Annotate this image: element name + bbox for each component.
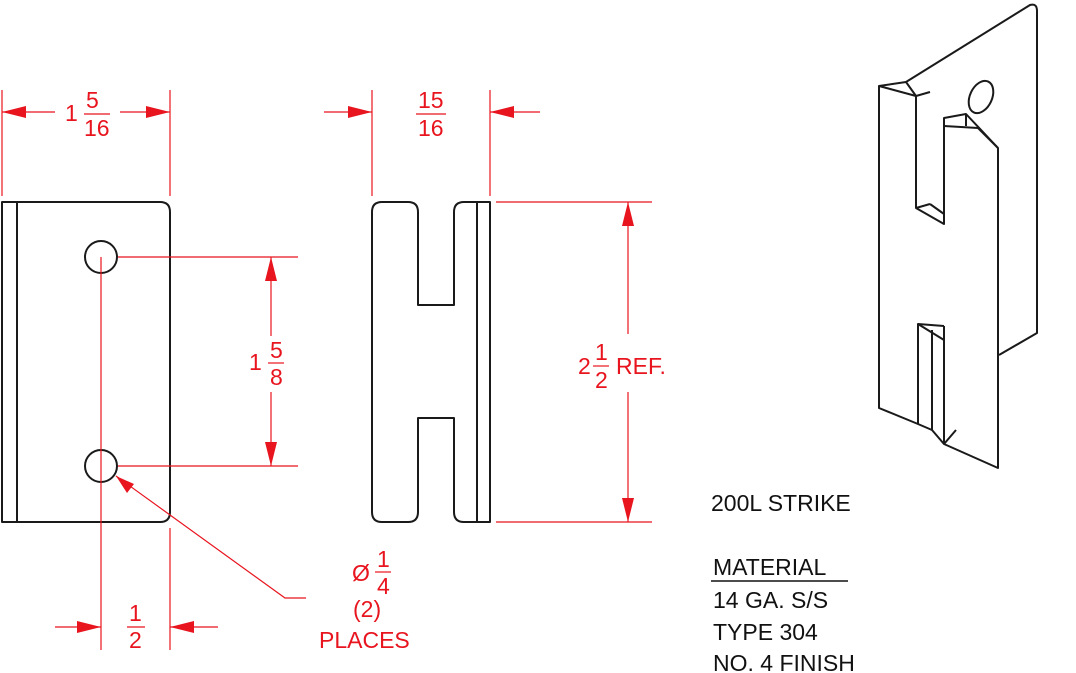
iso-edge-6 <box>977 127 999 149</box>
isometric-view <box>878 3 1038 469</box>
dim-dia-den: 4 <box>377 573 390 599</box>
dim-dia-count: (2) <box>353 596 381 622</box>
iso-edge-5 <box>943 125 979 129</box>
dim-spacing-arrow-top <box>265 257 277 281</box>
iso-edge-14 <box>943 429 957 445</box>
material-line-3: NO. 4 FINISH <box>713 650 855 673</box>
dim-dia-num: 1 <box>377 546 390 572</box>
iso-mounting-hole <box>967 79 995 115</box>
iso-edge-2 <box>915 91 931 97</box>
dim-dia-symbol: Ø <box>352 560 370 586</box>
dim-height-den: 2 <box>595 367 608 393</box>
dim-offset-arrow-left <box>77 621 101 633</box>
part-title: 200L STRIKE <box>711 490 851 516</box>
dim-offset-den: 2 <box>129 627 142 653</box>
front-view <box>1 201 171 523</box>
dim-height-suffix: REF. <box>616 353 666 379</box>
dim-thick-arrow-right <box>490 106 514 118</box>
iso-front-face <box>878 81 999 469</box>
iso-edge-7 <box>915 203 931 209</box>
material-heading: MATERIAL <box>713 554 827 580</box>
dim-dia-arrow <box>116 476 134 493</box>
iso-edge-13 <box>931 429 945 445</box>
material-line-1: 14 GA. S/S <box>713 587 828 613</box>
dim-height-arrow-bottom <box>622 498 634 522</box>
dim-hole-spacing: 1 5 8 <box>118 256 298 467</box>
side-view <box>371 201 491 523</box>
dim-thick-den: 16 <box>418 115 444 141</box>
dim-dia-places: PLACES <box>319 627 410 653</box>
dim-width-whole: 1 <box>65 100 78 126</box>
dim-spacing-whole: 1 <box>249 349 262 375</box>
dim-height-num: 1 <box>595 339 608 365</box>
iso-edge-1 <box>878 85 917 97</box>
dim-height-arrow-top <box>622 202 634 226</box>
dim-thickness: 15 16 <box>324 87 540 196</box>
dim-height-whole: 2 <box>578 353 591 379</box>
dim-width-den: 16 <box>84 115 110 141</box>
front-view-outline <box>1 201 171 523</box>
iso-back-plate <box>905 3 1038 356</box>
iso-edge-9 <box>917 323 945 327</box>
dim-width-arrow-right <box>146 106 170 118</box>
iso-edge-12 <box>917 423 933 431</box>
iso-edge-8 <box>929 203 945 215</box>
dim-width-arrow-left <box>2 106 26 118</box>
dim-thick-num: 15 <box>418 87 444 113</box>
dim-spacing-arrow-bottom <box>265 442 277 466</box>
dim-spacing-den: 8 <box>270 364 283 390</box>
dim-width-num: 5 <box>86 87 99 113</box>
dim-offset-arrow-right <box>170 621 194 633</box>
dim-thick-arrow-left <box>348 106 372 118</box>
dim-width: 1 5 16 <box>1 87 171 196</box>
dim-hole-offset: 1 2 <box>55 257 218 653</box>
dim-offset-num: 1 <box>129 600 142 626</box>
dim-spacing-num: 5 <box>270 337 283 363</box>
material-line-2: TYPE 304 <box>713 619 818 645</box>
dim-height: 2 1 2 REF. <box>496 201 666 523</box>
dim-hole-diameter: Ø 1 4 (2) PLACES <box>115 475 410 653</box>
dim-dia-leader <box>115 475 306 599</box>
notes-block: 200L STRIKE MATERIAL 14 GA. S/S TYPE 304… <box>711 490 855 673</box>
side-view-left-profile <box>371 201 491 523</box>
